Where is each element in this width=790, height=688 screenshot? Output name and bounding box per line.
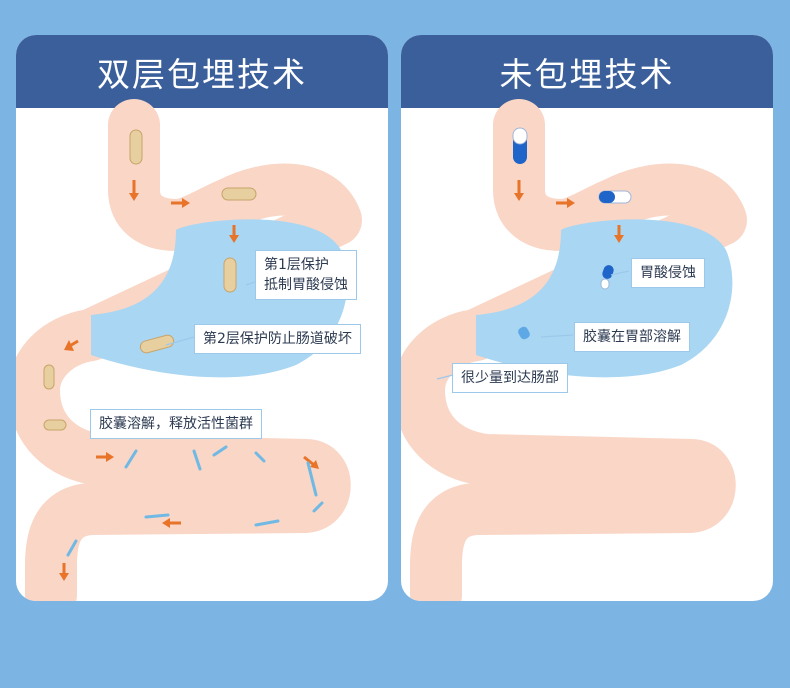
layer1-line2: 抵制胃酸侵蚀 — [264, 277, 348, 293]
blue-white-capsule-icon — [512, 127, 632, 340]
layer1-line1: 第1层保护 — [264, 257, 329, 273]
few-reach-intestine-label: 很少量到达肠部 — [452, 363, 568, 393]
capsule-release-label: 胶囊溶解，释放活性菌群 — [90, 409, 262, 439]
orange-arrow-icon — [514, 180, 624, 243]
digestive-tract-diagram — [16, 99, 362, 601]
rod-bacteria-icon — [66, 445, 324, 557]
label-connector — [540, 334, 574, 338]
gastric-erosion-label: 胃酸侵蚀 — [631, 258, 705, 288]
layer1-protection-label: 第1层保护 抵制胃酸侵蚀 — [255, 250, 357, 300]
panel-no-encapsulation: 未包埋技术 胃酸侵蚀 胶囊在胃部溶解 很少量到达肠部 — [401, 35, 773, 601]
digestive-tract-diagram — [401, 99, 747, 601]
layer2-protection-label: 第2层保护防止肠道破坏 — [194, 324, 361, 354]
panel-title: 双层包埋技术 — [16, 35, 388, 108]
stomach-dissolve-label: 胶囊在胃部溶解 — [574, 322, 690, 352]
intestine-tract — [16, 99, 362, 601]
label-connector — [165, 336, 195, 346]
enteric-capsule-icon — [43, 129, 257, 431]
intestine-tract — [401, 99, 747, 601]
label-connector — [610, 270, 630, 276]
orange-arrow-icon — [59, 180, 319, 581]
panel-title: 未包埋技术 — [401, 35, 773, 108]
panel-double-encapsulation: 双层包埋技术 第1层保护 抵 — [16, 35, 388, 601]
label-connector — [436, 374, 454, 380]
